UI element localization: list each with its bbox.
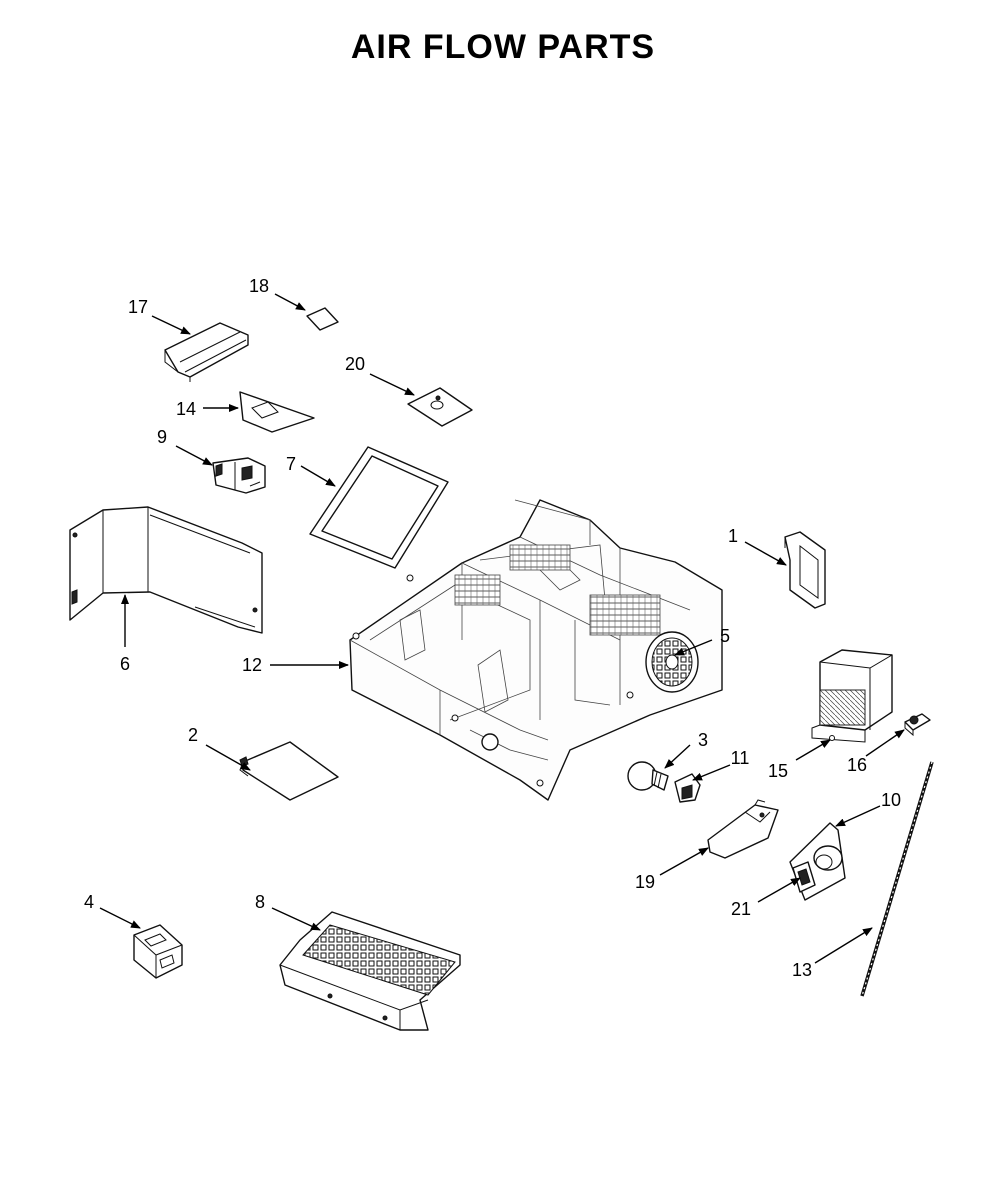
part-15-transformer — [811, 649, 893, 743]
callout-6: 6 — [120, 654, 130, 674]
callout-16: 16 — [847, 755, 867, 775]
callout-21: 21 — [731, 899, 751, 919]
part-13-rod — [860, 761, 934, 997]
part-4-mounting-clip — [133, 924, 183, 979]
callout-4: 4 — [84, 892, 94, 912]
callout-12: 12 — [242, 655, 262, 675]
callout-1: 1 — [728, 526, 738, 546]
callout-10: 10 — [881, 790, 901, 810]
part-19-humidity-sensor — [707, 799, 779, 859]
part-20-gasket-plate — [407, 387, 473, 427]
callout-18: 18 — [249, 276, 269, 296]
callout-2: 2 — [188, 725, 198, 745]
callout-labels: 1 2 3 4 5 6 7 8 9 10 11 12 13 14 15 16 1… — [84, 276, 901, 980]
leader-lines — [99, 293, 905, 964]
callout-8: 8 — [255, 892, 265, 912]
callout-5: 5 — [720, 626, 730, 646]
part-17-vent-cover — [164, 322, 249, 382]
callout-3: 3 — [698, 730, 708, 750]
part-14-duct-plate — [239, 391, 315, 433]
callout-7: 7 — [286, 454, 296, 474]
page-title: AIR FLOW PARTS — [351, 28, 655, 66]
part-16-thermal-cutout — [904, 713, 931, 737]
part-18-label — [306, 307, 339, 331]
callout-17: 17 — [128, 297, 148, 317]
callout-19: 19 — [635, 872, 655, 892]
callout-20: 20 — [345, 354, 365, 374]
part-9-damper-assembly — [212, 457, 266, 494]
callout-13: 13 — [792, 960, 812, 980]
part-12-chassis-assembly — [349, 499, 723, 801]
part-7-filter-frame — [309, 446, 449, 569]
callout-14: 14 — [176, 399, 196, 419]
callout-11: 11 — [731, 748, 750, 768]
part-2-cover-plate — [239, 741, 339, 801]
part-11-lamp-socket — [674, 773, 701, 803]
part-1-duct-bracket — [784, 531, 826, 609]
part-8-grille-assembly — [279, 911, 461, 1031]
part-6-side-panel — [69, 506, 263, 634]
callout-15: 15 — [768, 761, 788, 781]
part-5-blower-wheel — [645, 631, 699, 693]
callout-9: 9 — [157, 427, 167, 447]
part-3-lamp-bulb — [627, 761, 669, 791]
